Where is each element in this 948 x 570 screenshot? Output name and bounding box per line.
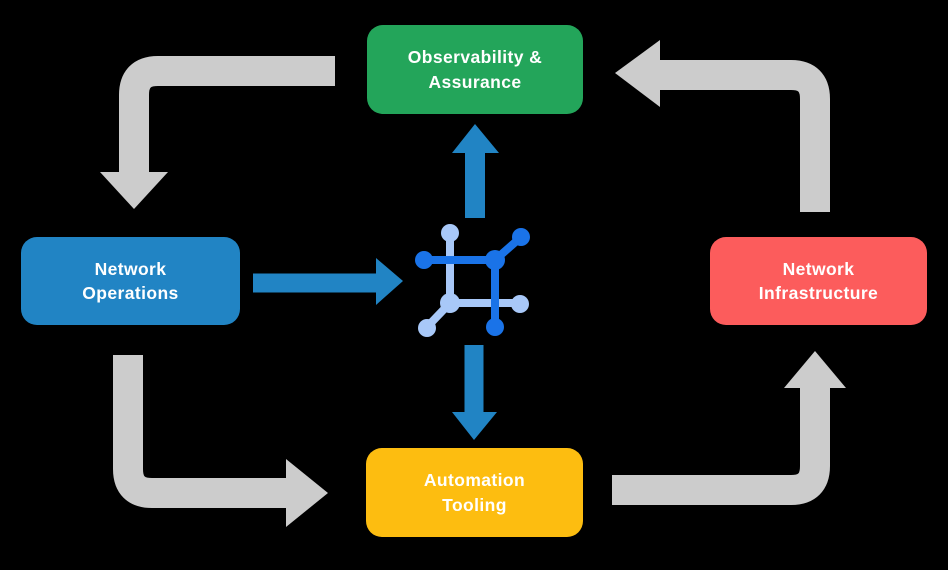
arrowhead-up-icon: [784, 351, 846, 388]
network-topology-icon: [415, 224, 530, 337]
arrowhead-right-icon: [376, 258, 403, 305]
node-infrastructure-label: Network Infrastructure: [758, 258, 879, 303]
node-automation-tooling: Automation Tooling: [366, 448, 583, 537]
node-observability-assurance: Observability & Assurance: [367, 25, 583, 114]
gray-arrows: [100, 40, 846, 527]
icon-blue-branches: [415, 228, 530, 336]
arrow-operations-to-automation: [113, 355, 328, 527]
arrowhead-left-icon: [615, 40, 660, 107]
arrowhead-up-icon: [452, 124, 499, 153]
node-operations-label: Network Operations: [82, 258, 179, 303]
arrow-automation-to-infrastructure: [612, 351, 846, 505]
arrow-center-to-automation: [452, 345, 497, 440]
arrowhead-down-icon: [452, 412, 497, 440]
node-network-operations: Network Operations: [21, 237, 240, 325]
blue-arrows: [253, 124, 499, 440]
node-automation-label: Automation Tooling: [423, 470, 526, 515]
arrow-operations-to-center: [253, 258, 403, 305]
arrowhead-right-icon: [286, 459, 328, 527]
arrowhead-down-icon: [100, 172, 168, 209]
node-network-infrastructure: Network Infrastructure: [710, 237, 927, 325]
node-observability-label: Observability & Assurance: [407, 47, 543, 92]
arrow-observability-to-operations: [100, 56, 335, 209]
arrow-infrastructure-to-observability: [615, 40, 830, 212]
arrow-center-to-observability: [452, 124, 499, 218]
icon-light-blue-branches: [418, 224, 529, 337]
